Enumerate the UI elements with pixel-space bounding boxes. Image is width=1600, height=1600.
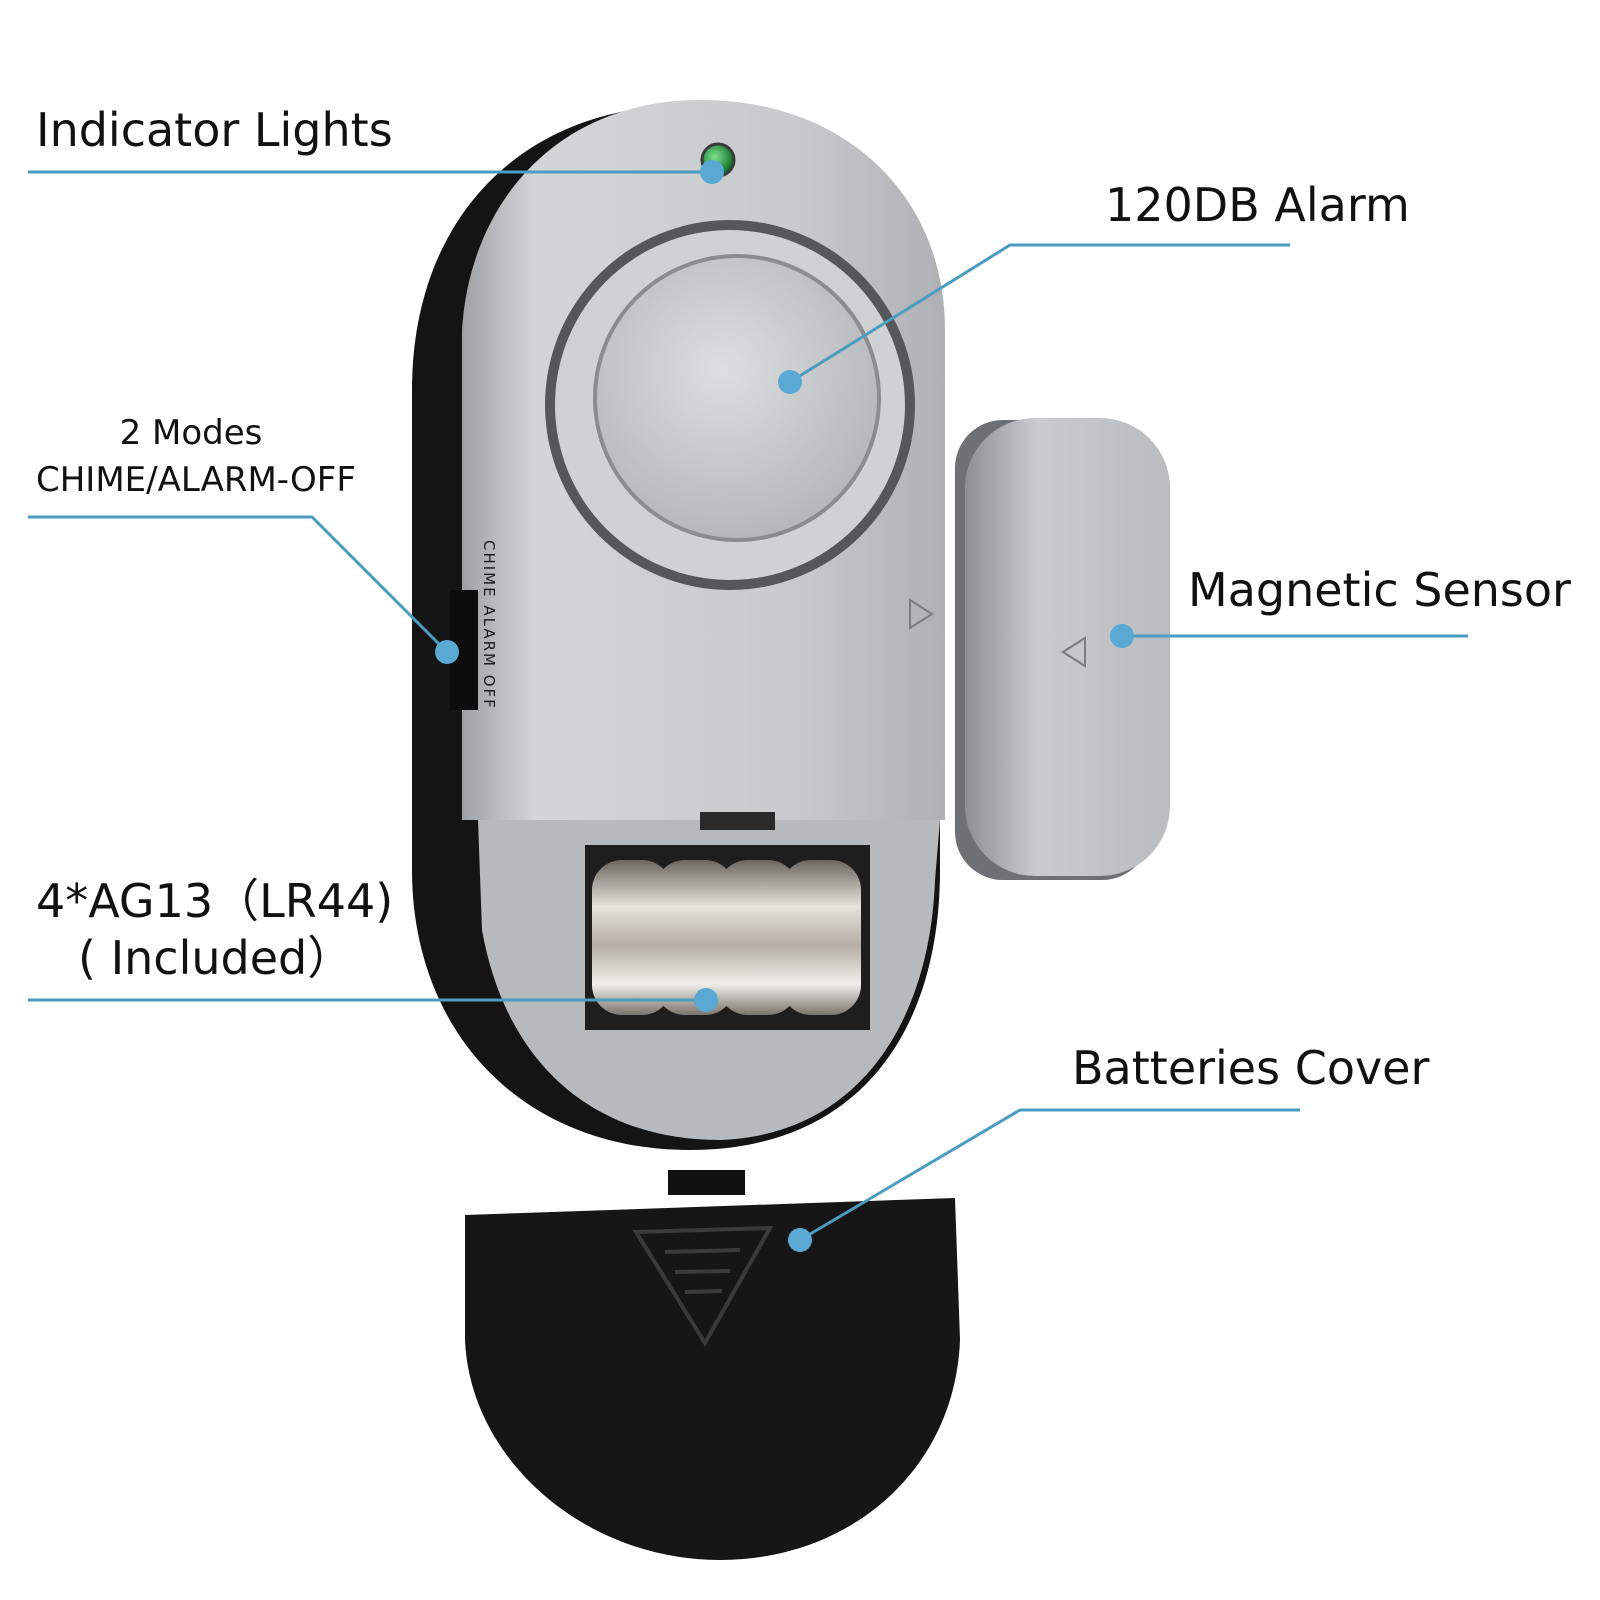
tray-notch xyxy=(700,812,775,830)
speaker-cap xyxy=(593,254,881,542)
alarm-unit: CHIME ALARM OFF xyxy=(412,100,945,1150)
battery-cell xyxy=(592,860,672,1015)
sensor-body xyxy=(965,418,1170,876)
cover-ridge xyxy=(684,1289,723,1294)
leader-dots xyxy=(435,160,1134,1252)
battery-cell xyxy=(655,860,735,1015)
label-batteries-cover: Batteries Cover xyxy=(1072,1041,1430,1095)
label-batteries-line1: 4*AG13（LR44) xyxy=(36,874,394,928)
cover-triangle-icon xyxy=(632,1225,774,1347)
label-indicator-lights: Indicator Lights xyxy=(36,103,393,157)
dot-cover xyxy=(788,1228,812,1252)
label-modes-line2: CHIME/ALARM-OFF xyxy=(36,460,356,500)
dot-alarm xyxy=(778,370,802,394)
cover-ridge xyxy=(674,1269,731,1274)
cover-body xyxy=(465,1198,960,1560)
switch-label: CHIME ALARM OFF xyxy=(480,540,498,710)
label-120db-alarm: 120DB Alarm xyxy=(1105,178,1410,232)
dot-indicator xyxy=(700,160,724,184)
cover-tab xyxy=(668,1170,745,1195)
leader-alarm xyxy=(789,243,1290,384)
battery-cover xyxy=(465,1170,960,1560)
label-batteries-line2: ( Included） xyxy=(78,931,354,985)
leader-modes xyxy=(28,515,449,654)
leader-cover xyxy=(799,1108,1300,1242)
battery-cell xyxy=(718,860,798,1015)
dot-sensor xyxy=(1110,624,1134,648)
battery-stack xyxy=(592,860,861,1015)
sensor-arrow-icon xyxy=(1061,636,1086,668)
magnetic-sensor xyxy=(955,418,1170,880)
dot-modes xyxy=(435,640,459,664)
label-modes-line1: 2 Modes xyxy=(119,413,263,453)
battery-cell xyxy=(781,860,861,1015)
cover-ridge xyxy=(664,1248,741,1254)
dot-batteries xyxy=(694,988,718,1012)
alignment-arrow-icon xyxy=(909,598,934,630)
label-magnetic-sensor: Magnetic Sensor xyxy=(1188,563,1571,617)
